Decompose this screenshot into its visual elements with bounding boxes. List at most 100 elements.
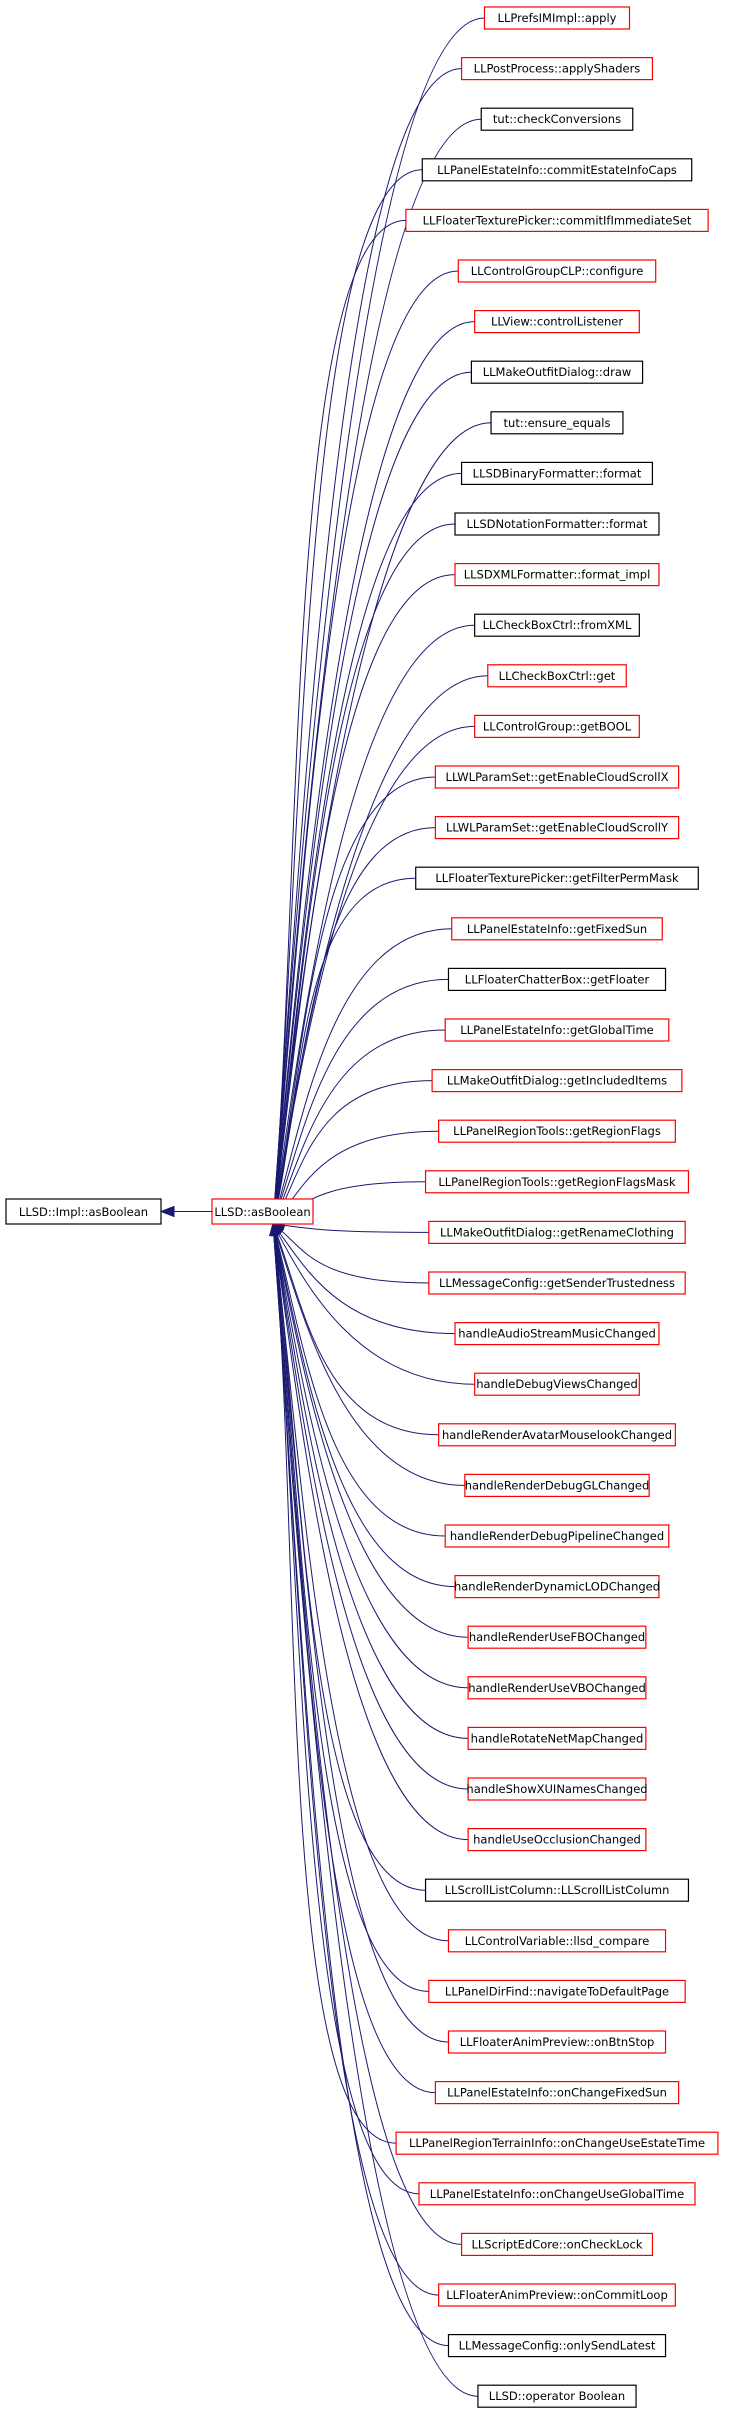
caller-node[interactable]: LLControlGroupCLP::configure: [457, 259, 657, 283]
caller-node[interactable]: LLMakeOutfitDialog::draw: [470, 360, 644, 384]
caller-node-box: [474, 1372, 640, 1396]
caller-node[interactable]: LLPanelRegionTerrainInfo::onChangeUseEst…: [395, 2131, 719, 2155]
caller-node[interactable]: LLSDXMLFormatter::format_impl: [454, 562, 660, 587]
caller-node[interactable]: LLFloaterTexturePicker::commitIfImmediat…: [405, 208, 709, 232]
caller-node[interactable]: tut::ensure_equals: [490, 411, 624, 435]
caller-node-label: LLFloaterTexturePicker::getFilterPermMas…: [435, 871, 679, 885]
caller-node-label: LLPanelEstateInfo::commitEstateInfoCaps: [437, 163, 677, 177]
caller-node-label: LLControlGroup::getBOOL: [483, 719, 632, 733]
caller-node[interactable]: LLPrefsIMImpl::apply: [483, 6, 631, 30]
caller-node[interactable]: LLPanelEstateInfo::getGlobalTime: [444, 1018, 670, 1042]
caller-node[interactable]: tut::checkConversions: [480, 107, 634, 131]
caller-node-box: [474, 714, 640, 739]
caller-node[interactable]: LLPostProcess::applyShaders: [460, 56, 654, 81]
call-edge-line: [272, 1223, 456, 1588]
caller-node[interactable]: LLPanelDirFind::navigateToDefaultPage: [428, 1979, 686, 2004]
caller-node-box: [424, 1878, 690, 1902]
caller-node-label: handleRenderUseFBOChanged: [469, 1630, 645, 1644]
caller-node[interactable]: LLMakeOutfitDialog::getIncludedItems: [431, 1068, 683, 1093]
caller-node-label: handleRenderDynamicLODChanged: [454, 1580, 660, 1594]
caller-node-label: LLMessageConfig::getSenderTrustedness: [439, 1276, 675, 1290]
caller-node[interactable]: LLControlVariable::llsd_compare: [447, 1929, 667, 1953]
caller-node[interactable]: LLPanelEstateInfo::onChangeFixedSun: [434, 2081, 680, 2105]
caller-node-box: [464, 1473, 650, 1498]
caller-node[interactable]: LLPanelRegionTools::getRegionFlags: [438, 1119, 676, 1143]
caller-node-label: LLWLParamSet::getEnableCloudScrollX: [446, 770, 669, 784]
caller-node[interactable]: LLMessageConfig::getSenderTrustedness: [428, 1271, 686, 1295]
caller-node-box: [428, 1220, 686, 1245]
caller-node[interactable]: handleAudioStreamMusicChanged: [454, 1321, 660, 1346]
caller-node[interactable]: LLWLParamSet::getEnableCloudScrollY: [434, 815, 680, 840]
caller-node-box: [474, 310, 640, 334]
caller-node[interactable]: LLFloaterAnimPreview::onCommitLoop: [438, 2283, 676, 2307]
caller-node-box: [434, 2081, 680, 2105]
caller-node[interactable]: LLCheckBoxCtrl::get: [487, 664, 627, 688]
caller-node-label: LLPanelEstateInfo::getGlobalTime: [460, 1023, 653, 1037]
call-edge-line: [272, 472, 462, 1225]
caller-node[interactable]: LLFloaterTexturePicker::getFilterPermMas…: [415, 866, 699, 890]
caller-node[interactable]: LLSDNotationFormatter::format: [454, 512, 660, 536]
caller-node[interactable]: LLSDBinaryFormatter::format: [460, 461, 654, 485]
caller-node-label: handleAudioStreamMusicChanged: [458, 1327, 656, 1341]
caller-node[interactable]: LLScrollListColumn::LLScrollListColumn: [424, 1878, 690, 1902]
call-edge: [269, 1222, 469, 1841]
caller-node[interactable]: LLSD::operator Boolean: [477, 2384, 637, 2408]
call-edge-line: [272, 1223, 446, 1537]
caller-node[interactable]: handleRenderDynamicLODChanged: [454, 1574, 660, 1599]
caller-node[interactable]: handleRenderDebugGLChanged: [464, 1473, 650, 1498]
caller-node[interactable]: LLFloaterAnimPreview::onBtnStop: [447, 2030, 667, 2054]
call-edge: [269, 1222, 478, 2397]
caller-node-label: LLPanelEstateInfo::getFixedSun: [467, 922, 647, 936]
call-edge-line: [272, 776, 436, 1225]
call-edge-line: [272, 523, 456, 1225]
caller-node[interactable]: LLWLParamSet::getEnableCloudScrollX: [434, 765, 680, 789]
call-edge-line: [272, 118, 482, 1225]
call-edge-line: [272, 1223, 469, 1841]
caller-node[interactable]: handleRotateNetMapChanged: [467, 1726, 647, 1751]
call-edge: [269, 1222, 420, 2195]
caller-node-label: LLPanelEstateInfo::onChangeUseGlobalTime: [430, 2187, 684, 2201]
caller-node-box: [467, 1827, 647, 1852]
caller-node-label: LLPanelDirFind::navigateToDefaultPage: [445, 1984, 669, 1998]
caller-node[interactable]: LLPanelRegionTools::getRegionFlagsMask: [424, 1170, 690, 1194]
call-edge-line: [272, 321, 475, 1225]
caller-node-label: LLCheckBoxCtrl::get: [499, 669, 616, 683]
caller-node-box: [434, 815, 680, 840]
caller-node-box: [447, 2030, 667, 2054]
caller-node-box: [454, 562, 660, 587]
root-node-box: [5, 1198, 162, 1225]
caller-node-box: [470, 360, 644, 384]
caller-node-box: [454, 512, 660, 536]
caller-node[interactable]: LLMessageConfig::onlySendLatest: [447, 2334, 667, 2358]
caller-node[interactable]: handleRenderUseFBOChanged: [467, 1625, 647, 1649]
caller-node[interactable]: LLPanelEstateInfo::getFixedSun: [451, 917, 663, 941]
caller-node-box: [467, 1676, 647, 1700]
caller-node[interactable]: LLMakeOutfitDialog::getRenameClothing: [428, 1220, 686, 1245]
caller-node[interactable]: LLControlGroup::getBOOL: [474, 714, 640, 739]
caller-node[interactable]: LLPanelEstateInfo::commitEstateInfoCaps: [421, 158, 693, 182]
caller-node[interactable]: LLFloaterChatterBox::getFloater: [447, 967, 667, 992]
caller-node-label: LLSDNotationFormatter::format: [467, 517, 648, 531]
caller-node-box: [424, 1170, 690, 1194]
hub-node[interactable]: LLSD::asBoolean: [211, 1198, 314, 1225]
caller-node[interactable]: LLScriptEdCore::onCheckLock: [460, 2232, 654, 2256]
caller-node[interactable]: handleUseOcclusionChanged: [467, 1827, 647, 1852]
call-edge: [269, 1222, 449, 2043]
edge-hub-to-root-arrowhead: [159, 1205, 175, 1218]
caller-node[interactable]: handleDebugViewsChanged: [474, 1372, 640, 1396]
caller-node[interactable]: handleRenderAvatarMouselookChanged: [438, 1423, 676, 1447]
call-edge-line: [272, 1223, 478, 2397]
caller-node-box: [467, 1726, 647, 1751]
caller-node[interactable]: LLView::controlListener: [474, 310, 640, 334]
caller-node[interactable]: handleShowXUINamesChanged: [466, 1777, 648, 1801]
call-edge-line: [272, 1223, 439, 1436]
caller-node[interactable]: LLCheckBoxCtrl::fromXML: [474, 613, 640, 637]
caller-node[interactable]: LLPanelEstateInfo::onChangeUseGlobalTime: [418, 2182, 696, 2206]
caller-node-label: LLPanelRegionTools::getRegionFlagsMask: [438, 1175, 676, 1189]
caller-node-box: [457, 259, 657, 283]
caller-node-label: LLPanelRegionTools::getRegionFlags: [453, 1124, 661, 1138]
caller-node[interactable]: handleRenderUseVBOChanged: [467, 1676, 647, 1700]
caller-node-label: handleUseOcclusionChanged: [473, 1833, 641, 1847]
root-node[interactable]: LLSD::Impl::asBoolean: [5, 1198, 162, 1225]
caller-node[interactable]: handleRenderDebugPipelineChanged: [444, 1524, 670, 1548]
